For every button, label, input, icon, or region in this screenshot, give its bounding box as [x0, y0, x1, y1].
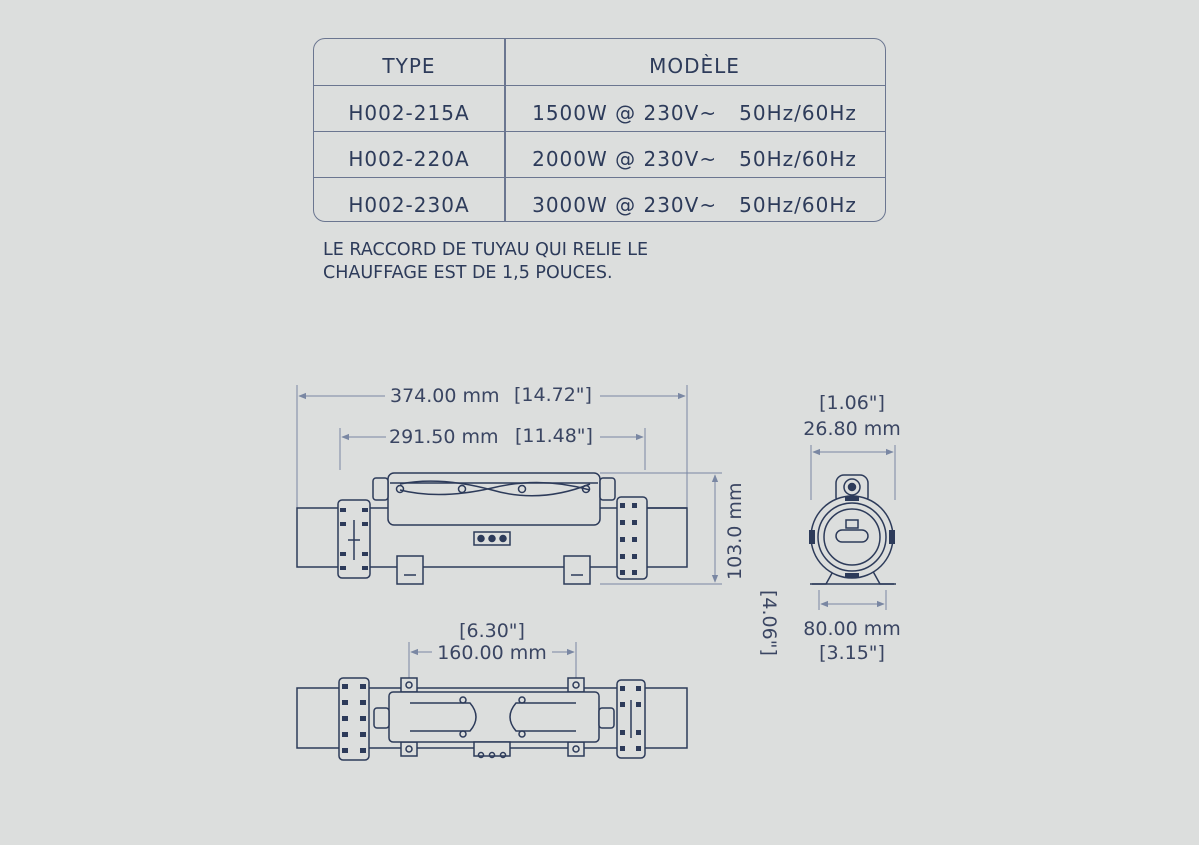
dim-body-length: 291.50 mm [11.48"] [341, 425, 644, 448]
front-view [296, 385, 722, 585]
row-model: 1500W @ 230V~ 50Hz/60Hz [532, 101, 857, 125]
table-row: H002-215A 1500W @ 230V~ 50Hz/60Hz [314, 85, 885, 132]
row-type: H002-230A [348, 193, 470, 217]
row-type: H002-220A [348, 147, 470, 171]
top-view [296, 642, 688, 761]
overall-length-mm: 374.00 mm [390, 385, 500, 407]
header-model: MODÈLE [649, 54, 740, 78]
dim-overall-length: 374.00 mm [14.72"] [298, 384, 686, 407]
spec-table: TYPE MODÈLE H002-215A 1500W @ 230V~ 50Hz… [313, 38, 886, 222]
dim-mount-spacing: [6.30"] 160.00 mm [410, 620, 575, 664]
height-mm: 103.0 mm [724, 483, 746, 580]
note-line-1: LE RACCORD DE TUYAU QUI RELIE LE [323, 240, 649, 260]
table-row: H002-220A 2000W @ 230V~ 50Hz/60Hz [314, 131, 885, 178]
row-model: 3000W @ 230V~ 50Hz/60Hz [532, 193, 857, 217]
header-type: TYPE [382, 54, 436, 78]
row-type: H002-215A [348, 101, 470, 125]
table-column-divider [504, 39, 506, 221]
dim-base-width: 80.00 mm [3.15"] [803, 600, 901, 664]
height-in: [4.06"] [758, 590, 780, 656]
mount-spacing-in: [6.30"] [459, 620, 525, 642]
base-width-in: [3.15"] [819, 642, 885, 664]
body-length-mm: 291.50 mm [389, 426, 499, 448]
table-header-row: TYPE MODÈLE [314, 39, 885, 85]
overall-length-in: [14.72"] [514, 384, 592, 406]
note-line-2: CHAUFFAGE EST DE 1,5 POUCES. [323, 263, 613, 283]
connection-note: LE RACCORD DE TUYAU QUI RELIE LE CHAUFFA… [323, 239, 648, 285]
end-width-in: [1.06"] [819, 392, 885, 414]
row-model: 2000W @ 230V~ 50Hz/60Hz [532, 147, 857, 171]
dim-height: 103.0 mm [4.06"] [711, 474, 780, 656]
body-length-in: [11.48"] [515, 425, 593, 447]
mount-spacing-mm: 160.00 mm [437, 642, 547, 664]
base-width-mm: 80.00 mm [803, 618, 900, 640]
end-width-mm: 26.80 mm [803, 418, 900, 440]
dim-end-width: [1.06"] 26.80 mm [803, 392, 901, 456]
table-row: H002-230A 3000W @ 230V~ 50Hz/60Hz [314, 177, 885, 221]
end-view [809, 445, 896, 610]
